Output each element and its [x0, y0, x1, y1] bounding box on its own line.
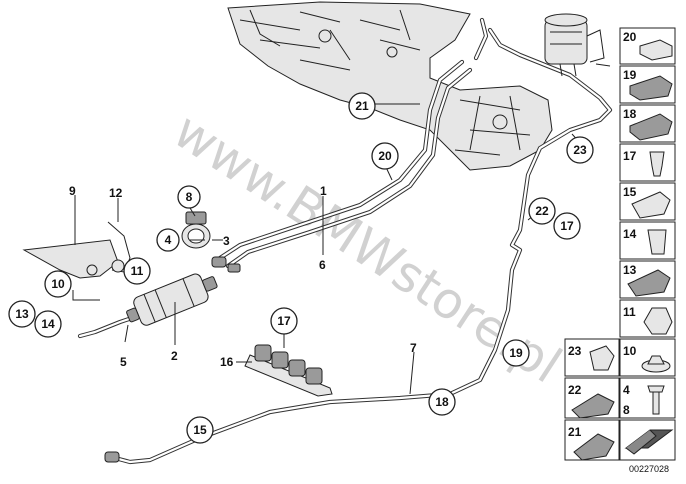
svg-text:17: 17	[623, 149, 637, 163]
panel-item-17: 17	[619, 143, 676, 182]
svg-text:20: 20	[378, 149, 392, 163]
hose-clamp	[181, 211, 211, 249]
panel-item-13: 13	[619, 260, 676, 299]
callout-17-holder: 17	[270, 307, 298, 335]
svg-text:14: 14	[41, 317, 55, 331]
svg-text:21: 21	[568, 425, 582, 439]
svg-text:17: 17	[277, 314, 291, 328]
pipe-holder	[244, 344, 333, 397]
callout-19: 19	[502, 339, 530, 367]
label-12: 12	[109, 186, 123, 200]
label-9: 9	[69, 184, 76, 198]
svg-text:18: 18	[435, 395, 449, 409]
pipe-end-connector	[104, 451, 120, 463]
callout-4: 4	[156, 228, 180, 252]
callout-10: 10	[44, 270, 72, 298]
panel-item-19: 19	[619, 65, 676, 104]
callout-17-line: 17	[553, 212, 581, 240]
panel-item-4-8: 4 8	[619, 377, 676, 419]
callout-13: 13	[8, 300, 36, 328]
svg-text:15: 15	[623, 185, 637, 199]
svg-text:10: 10	[623, 344, 637, 358]
svg-text:17: 17	[560, 219, 574, 233]
svg-text:22: 22	[535, 204, 549, 218]
callout-23: 23	[566, 136, 594, 164]
svg-text:8: 8	[186, 190, 193, 204]
svg-text:11: 11	[131, 264, 144, 278]
svg-text:19: 19	[623, 68, 637, 82]
svg-text:23: 23	[568, 344, 582, 358]
svg-text:23: 23	[573, 143, 587, 157]
svg-text:18: 18	[623, 107, 637, 121]
svg-text:4: 4	[623, 383, 630, 397]
panel-item-15: 15	[619, 182, 676, 221]
panel-item-22: 22	[564, 377, 620, 419]
panel-item-14: 14	[619, 221, 676, 260]
label-3: 3	[223, 234, 230, 248]
svg-text:13: 13	[15, 307, 29, 321]
svg-text:4: 4	[165, 233, 172, 247]
callout-15: 15	[186, 416, 214, 444]
svg-text:15: 15	[193, 423, 207, 437]
label-1: 1	[320, 184, 327, 198]
panel-item-20: 20	[619, 27, 676, 65]
callout-14: 14	[34, 310, 62, 338]
panel-item-23: 23	[564, 338, 620, 377]
panel-item-11: 11	[619, 299, 676, 338]
activated-carbon-canister	[544, 13, 611, 77]
parts-panel: 20 19 18 17 15 14	[564, 27, 676, 461]
svg-text:22: 22	[568, 383, 582, 397]
svg-text:13: 13	[623, 263, 637, 277]
callout-8: 8	[177, 185, 201, 209]
panel-item-21: 21	[564, 419, 620, 461]
diagram-code: 00227028	[629, 464, 669, 474]
panel-item-10: 10	[619, 338, 676, 377]
label-5: 5	[120, 355, 127, 369]
panel-item-18: 18	[619, 104, 676, 143]
filter-bracket	[22, 221, 131, 279]
label-2: 2	[171, 349, 178, 363]
svg-text:11: 11	[623, 305, 636, 319]
callout-11: 11	[123, 257, 151, 285]
svg-text:19: 19	[509, 346, 523, 360]
svg-text:20: 20	[623, 30, 637, 44]
label-6: 6	[319, 258, 326, 272]
svg-text:21: 21	[355, 99, 369, 113]
svg-text:8: 8	[623, 403, 630, 417]
fuel-filter	[126, 273, 218, 326]
line-connector	[211, 256, 241, 273]
svg-text:10: 10	[51, 277, 65, 291]
svg-text:14: 14	[623, 227, 637, 241]
callout-22: 22	[528, 197, 556, 225]
callout-21: 21	[348, 92, 376, 120]
label-16: 16	[220, 355, 234, 369]
callout-18: 18	[428, 388, 456, 416]
callout-20: 20	[371, 142, 399, 170]
panel-direction-arrow	[619, 419, 676, 461]
label-7: 7	[410, 341, 417, 355]
